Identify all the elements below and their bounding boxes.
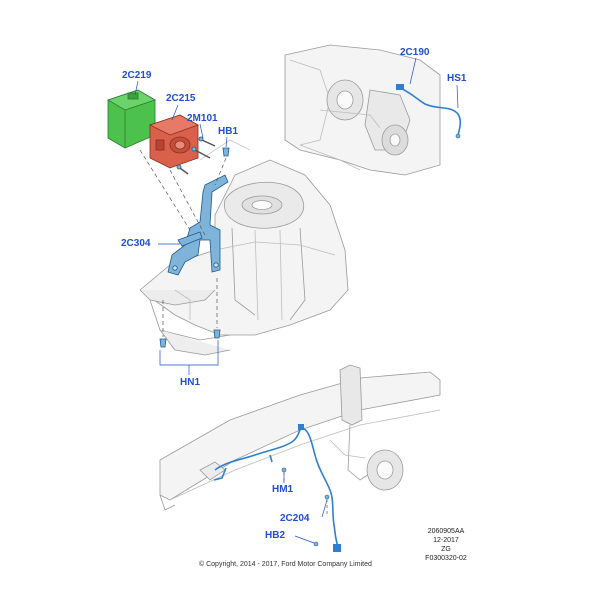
- callout-2c204: 2C204: [280, 513, 310, 524]
- reference-figure-id: F0300320-02: [425, 555, 467, 562]
- strut-tower-body: [139, 139, 349, 356]
- callout-2c215: 2C215: [166, 93, 196, 104]
- assembly-lines-upper: [139, 149, 227, 337]
- callout-hn1: HN1: [180, 377, 201, 388]
- copyright-notice: © Copyright, 2014 - 2017, Ford Motor Com…: [199, 561, 372, 568]
- callout-hs1: HS1: [447, 73, 467, 84]
- abs-hydraulic-unit: [148, 114, 199, 169]
- reference-date: 12-2017: [433, 537, 459, 544]
- front-subframe-body: [159, 364, 441, 511]
- callout-hb2: HB2: [265, 530, 286, 541]
- reference-part-number: 2060905AA: [427, 528, 465, 535]
- rear-suspension-body: [284, 44, 441, 176]
- reference-code: ZG: [441, 546, 451, 553]
- abs-module-bracket: [167, 174, 229, 276]
- callout-2c190: 2C190: [400, 47, 430, 58]
- rear-wheel-speed-sensor: [396, 84, 462, 139]
- fasteners-lower: [281, 467, 330, 547]
- front-wheel-speed-harness: [213, 424, 341, 552]
- callout-2m101: 2M101: [187, 113, 218, 124]
- callout-hm1: HM1: [272, 484, 294, 495]
- callout-hb1: HB1: [218, 126, 239, 137]
- abs-control-module: [107, 89, 156, 149]
- fasteners-upper: [159, 136, 230, 348]
- callout-2c219: 2C219: [122, 70, 152, 81]
- leader-lines: [134, 57, 459, 544]
- reference-block: 2060905AA 12-2017 ZG F0300320-02: [404, 527, 488, 563]
- callout-2c304: 2C304: [121, 238, 151, 249]
